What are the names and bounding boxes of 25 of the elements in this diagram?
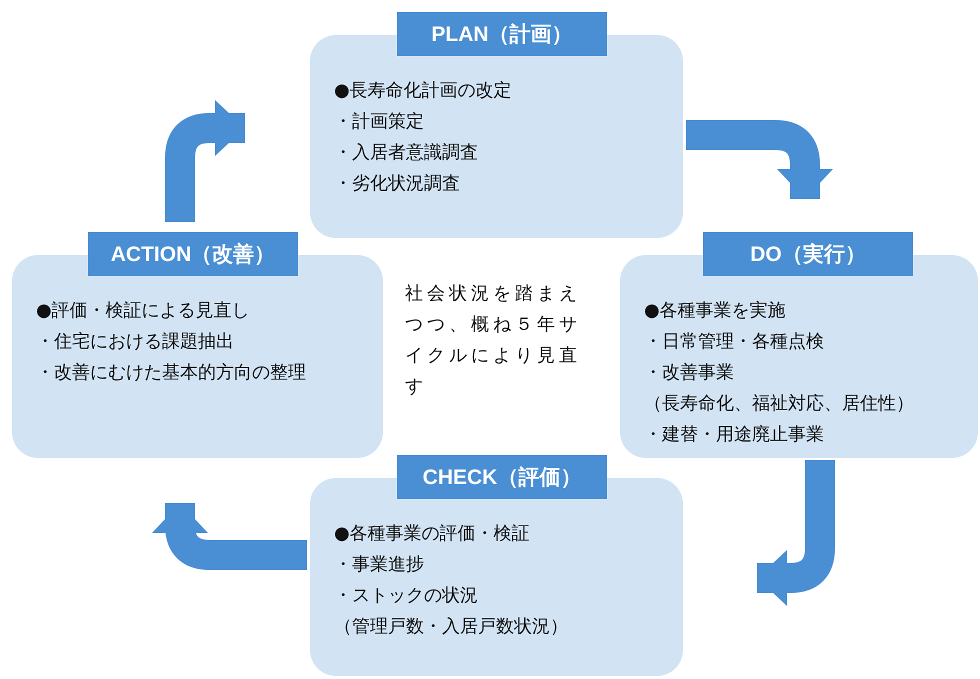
list-item: ・建替・用途廃止事業 bbox=[644, 423, 825, 447]
list-heading: ●評価・検証による見直し bbox=[36, 299, 251, 323]
list-item: ・改善事業 bbox=[644, 361, 735, 385]
list-item: ・計画策定 bbox=[334, 110, 425, 134]
list-item: （長寿命化、福祉対応、居住性） bbox=[644, 392, 915, 416]
list-item: ・住宅における課題抽出 bbox=[36, 330, 235, 354]
list-item: ・入居者意識調査 bbox=[334, 141, 479, 165]
center-note: 社会状況を踏まえつつ、概ね５年サイクルにより見直す bbox=[405, 282, 582, 399]
list-heading: ●各種事業の評価・検証 bbox=[334, 522, 531, 546]
box-heading: PLAN（計画） bbox=[397, 12, 607, 56]
cycle-arrow bbox=[152, 503, 307, 570]
list-item: （管理戸数・入居戸数状況） bbox=[334, 615, 569, 639]
cycle-arrow bbox=[757, 460, 835, 606]
list-heading: ●長寿命化計画の改定 bbox=[334, 79, 513, 103]
box-heading: CHECK（評価） bbox=[397, 455, 607, 499]
box-heading: DO（実行） bbox=[703, 232, 913, 276]
list-heading: ●各種事業を実施 bbox=[644, 299, 787, 323]
box-heading: ACTION（改善） bbox=[88, 232, 298, 276]
list-item: ・日常管理・各種点検 bbox=[644, 330, 825, 354]
cycle-arrow bbox=[686, 120, 833, 199]
list-item: ・改善にむけた基本的方向の整理 bbox=[36, 361, 307, 385]
list-item: ・劣化状況調査 bbox=[334, 172, 461, 196]
cycle-arrow bbox=[165, 100, 245, 222]
list-item: ・ストックの状況 bbox=[334, 584, 479, 608]
list-item: ・事業進捗 bbox=[334, 553, 425, 577]
